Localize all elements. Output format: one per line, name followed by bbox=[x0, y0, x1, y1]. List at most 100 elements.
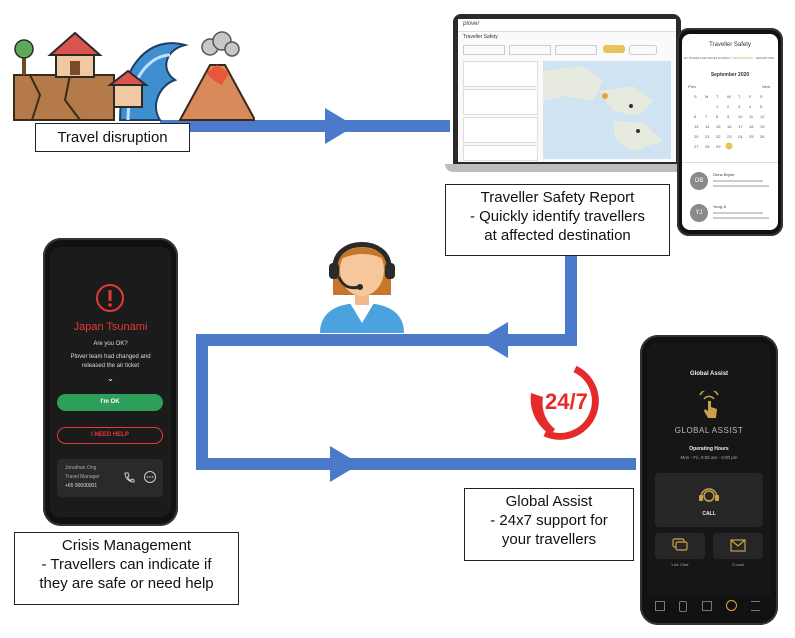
calendar-month: September 2020 bbox=[710, 72, 750, 78]
need-help-button[interactable]: I NEED HELP bbox=[57, 427, 163, 444]
arrow-top-shaft bbox=[160, 120, 450, 132]
svg-text:22: 22 bbox=[716, 134, 721, 139]
disaster-illustration bbox=[13, 31, 255, 121]
assist-phone: Global Assist GLOBAL ASSIST Operating Ho… bbox=[640, 335, 778, 625]
global-assist-desc-2: your travellers bbox=[501, 531, 597, 548]
hours-text: Mon - Fri, 9:00 am - 6:00 pm bbox=[680, 455, 738, 460]
tab-departure[interactable]: DEPARTURE bbox=[756, 56, 775, 60]
laptop-brand: plover bbox=[463, 21, 480, 27]
svg-text:20: 20 bbox=[694, 134, 699, 139]
svg-text:25: 25 bbox=[749, 134, 754, 139]
global-assist-box: Global Assist - 24x7 support for your tr… bbox=[464, 488, 634, 561]
crisis-phone: Japan Tsunami Are you OK? Plover team ha… bbox=[43, 238, 178, 526]
svg-text:12: 12 bbox=[760, 114, 765, 119]
svg-text:23: 23 bbox=[727, 134, 732, 139]
svg-text:10: 10 bbox=[738, 114, 743, 119]
arrow-mid-shaft bbox=[196, 334, 577, 346]
home-icon[interactable] bbox=[655, 601, 665, 611]
call-label: CALL bbox=[702, 511, 716, 517]
tab-by-destination[interactable]: BY DESTINATION bbox=[728, 56, 753, 60]
chat-icon bbox=[672, 538, 688, 551]
headset-nav-icon[interactable] bbox=[726, 600, 737, 611]
assist-header: Global Assist bbox=[689, 371, 729, 377]
arrow-bottom-head bbox=[330, 446, 360, 482]
travel-disruption-label: Travel disruption bbox=[57, 129, 168, 146]
tab-travel-dates[interactable]: TRAVEL DATES bbox=[706, 56, 728, 60]
svg-text:4: 4 bbox=[749, 104, 752, 109]
crisis-management-title: Crisis Management bbox=[61, 537, 192, 554]
traveller-safety-title: Traveller Safety Report bbox=[480, 189, 635, 206]
alert-question: Are you OK? bbox=[93, 341, 128, 347]
touch-hand-icon bbox=[699, 391, 719, 418]
alert-title: Japan Tsunami bbox=[73, 321, 148, 333]
alert-message: Plover team had changed and released the… bbox=[70, 354, 151, 369]
svg-text:18: 18 bbox=[749, 124, 754, 129]
safety-phone-screen: Traveller Safety BY TRAVELLER TRAVEL DAT… bbox=[682, 34, 778, 230]
contact-card: Jonathan Ong Travel Manager +65 90000001 bbox=[57, 459, 163, 497]
svg-text:17: 17 bbox=[738, 124, 743, 129]
laptop-map bbox=[543, 61, 671, 159]
contact-name: Jonathan Ong bbox=[65, 465, 97, 471]
svg-text:F: F bbox=[749, 94, 752, 99]
svg-text:2: 2 bbox=[727, 104, 730, 109]
crisis-management-box: Crisis Management - Travellers can indic… bbox=[14, 532, 239, 605]
svg-text:W: W bbox=[727, 94, 731, 99]
safety-phone-tabs: BY TRAVELLER TRAVEL DATES BY DESTINATION… bbox=[684, 56, 776, 64]
traveller-name-2: Yong Ji bbox=[713, 204, 726, 209]
support-agent-icon bbox=[320, 242, 404, 333]
arrow-mid-head bbox=[478, 322, 508, 358]
email-button[interactable] bbox=[713, 533, 763, 559]
laptop: plover Traveller Safety bbox=[445, 14, 690, 179]
nav-icon-2[interactable] bbox=[679, 601, 687, 612]
assist-logo-text: GLOBAL ASSIST bbox=[674, 426, 744, 435]
calendar-prev[interactable]: Prev bbox=[688, 84, 697, 89]
menu-icon[interactable] bbox=[751, 601, 760, 611]
avatar: OB bbox=[690, 172, 708, 190]
safety-phone: Traveller Safety BY TRAVELLER TRAVEL DAT… bbox=[677, 28, 783, 236]
live-chat-label: Live Chat bbox=[671, 562, 689, 567]
crisis-management-desc-1: - Travellers can indicate if bbox=[41, 556, 212, 573]
travel-disruption-box: Travel disruption bbox=[35, 123, 190, 152]
svg-text:14: 14 bbox=[705, 124, 710, 129]
traveller-card-2[interactable]: YJ Yong Ji bbox=[686, 200, 774, 228]
laptop-traveller-list bbox=[463, 61, 538, 161]
global-assist-title: Global Assist bbox=[505, 493, 593, 510]
svg-text:T: T bbox=[738, 94, 741, 99]
assist-phone-screen: Global Assist GLOBAL ASSIST Operating Ho… bbox=[647, 343, 771, 617]
svg-text:S: S bbox=[694, 94, 697, 99]
im-ok-button[interactable]: I'm OK bbox=[57, 394, 163, 411]
svg-text:13: 13 bbox=[694, 124, 699, 129]
crisis-management-desc-2: they are safe or need help bbox=[39, 575, 214, 592]
phone-icon[interactable] bbox=[123, 471, 135, 483]
safety-phone-title: Traveller Safety bbox=[709, 42, 751, 48]
tab-by-traveller[interactable]: BY TRAVELLER bbox=[684, 56, 707, 60]
laptop-title: Traveller Safety bbox=[463, 34, 498, 40]
nav-icon-3[interactable] bbox=[702, 601, 712, 611]
traveller-safety-box: Traveller Safety Report - Quickly identi… bbox=[445, 184, 670, 256]
calendar-next[interactable]: Next bbox=[762, 84, 771, 89]
svg-text:29: 29 bbox=[716, 144, 721, 149]
avatar: YJ bbox=[690, 204, 708, 222]
hours-title: Operating Hours bbox=[689, 446, 729, 452]
chevron-down-icon[interactable]: ⌄ bbox=[107, 374, 114, 383]
traveller-name-1: Onno Bryne bbox=[713, 172, 735, 177]
arrow-top-head bbox=[325, 108, 355, 144]
badge-247-text: 24/7 bbox=[545, 389, 588, 414]
traveller-card-1[interactable]: OB Onno Bryne bbox=[686, 168, 774, 196]
svg-text:11: 11 bbox=[749, 114, 754, 119]
global-assist-desc-1: - 24x7 support for bbox=[490, 512, 608, 529]
call-button[interactable]: CALL bbox=[655, 473, 763, 527]
live-chat-button[interactable] bbox=[655, 533, 705, 559]
svg-text:5: 5 bbox=[760, 104, 763, 109]
email-label: E-mail bbox=[732, 562, 744, 567]
traveller-safety-desc-2: at affected destination bbox=[484, 227, 631, 244]
laptop-screen: plover Traveller Safety bbox=[458, 19, 676, 162]
badge-247: 24/7 bbox=[525, 363, 625, 443]
alert-icon bbox=[96, 284, 124, 312]
svg-text:28: 28 bbox=[705, 144, 710, 149]
headset-icon bbox=[699, 488, 719, 502]
svg-text:15: 15 bbox=[716, 124, 721, 129]
chat-icon[interactable] bbox=[143, 470, 157, 484]
bottom-nav bbox=[647, 597, 771, 617]
